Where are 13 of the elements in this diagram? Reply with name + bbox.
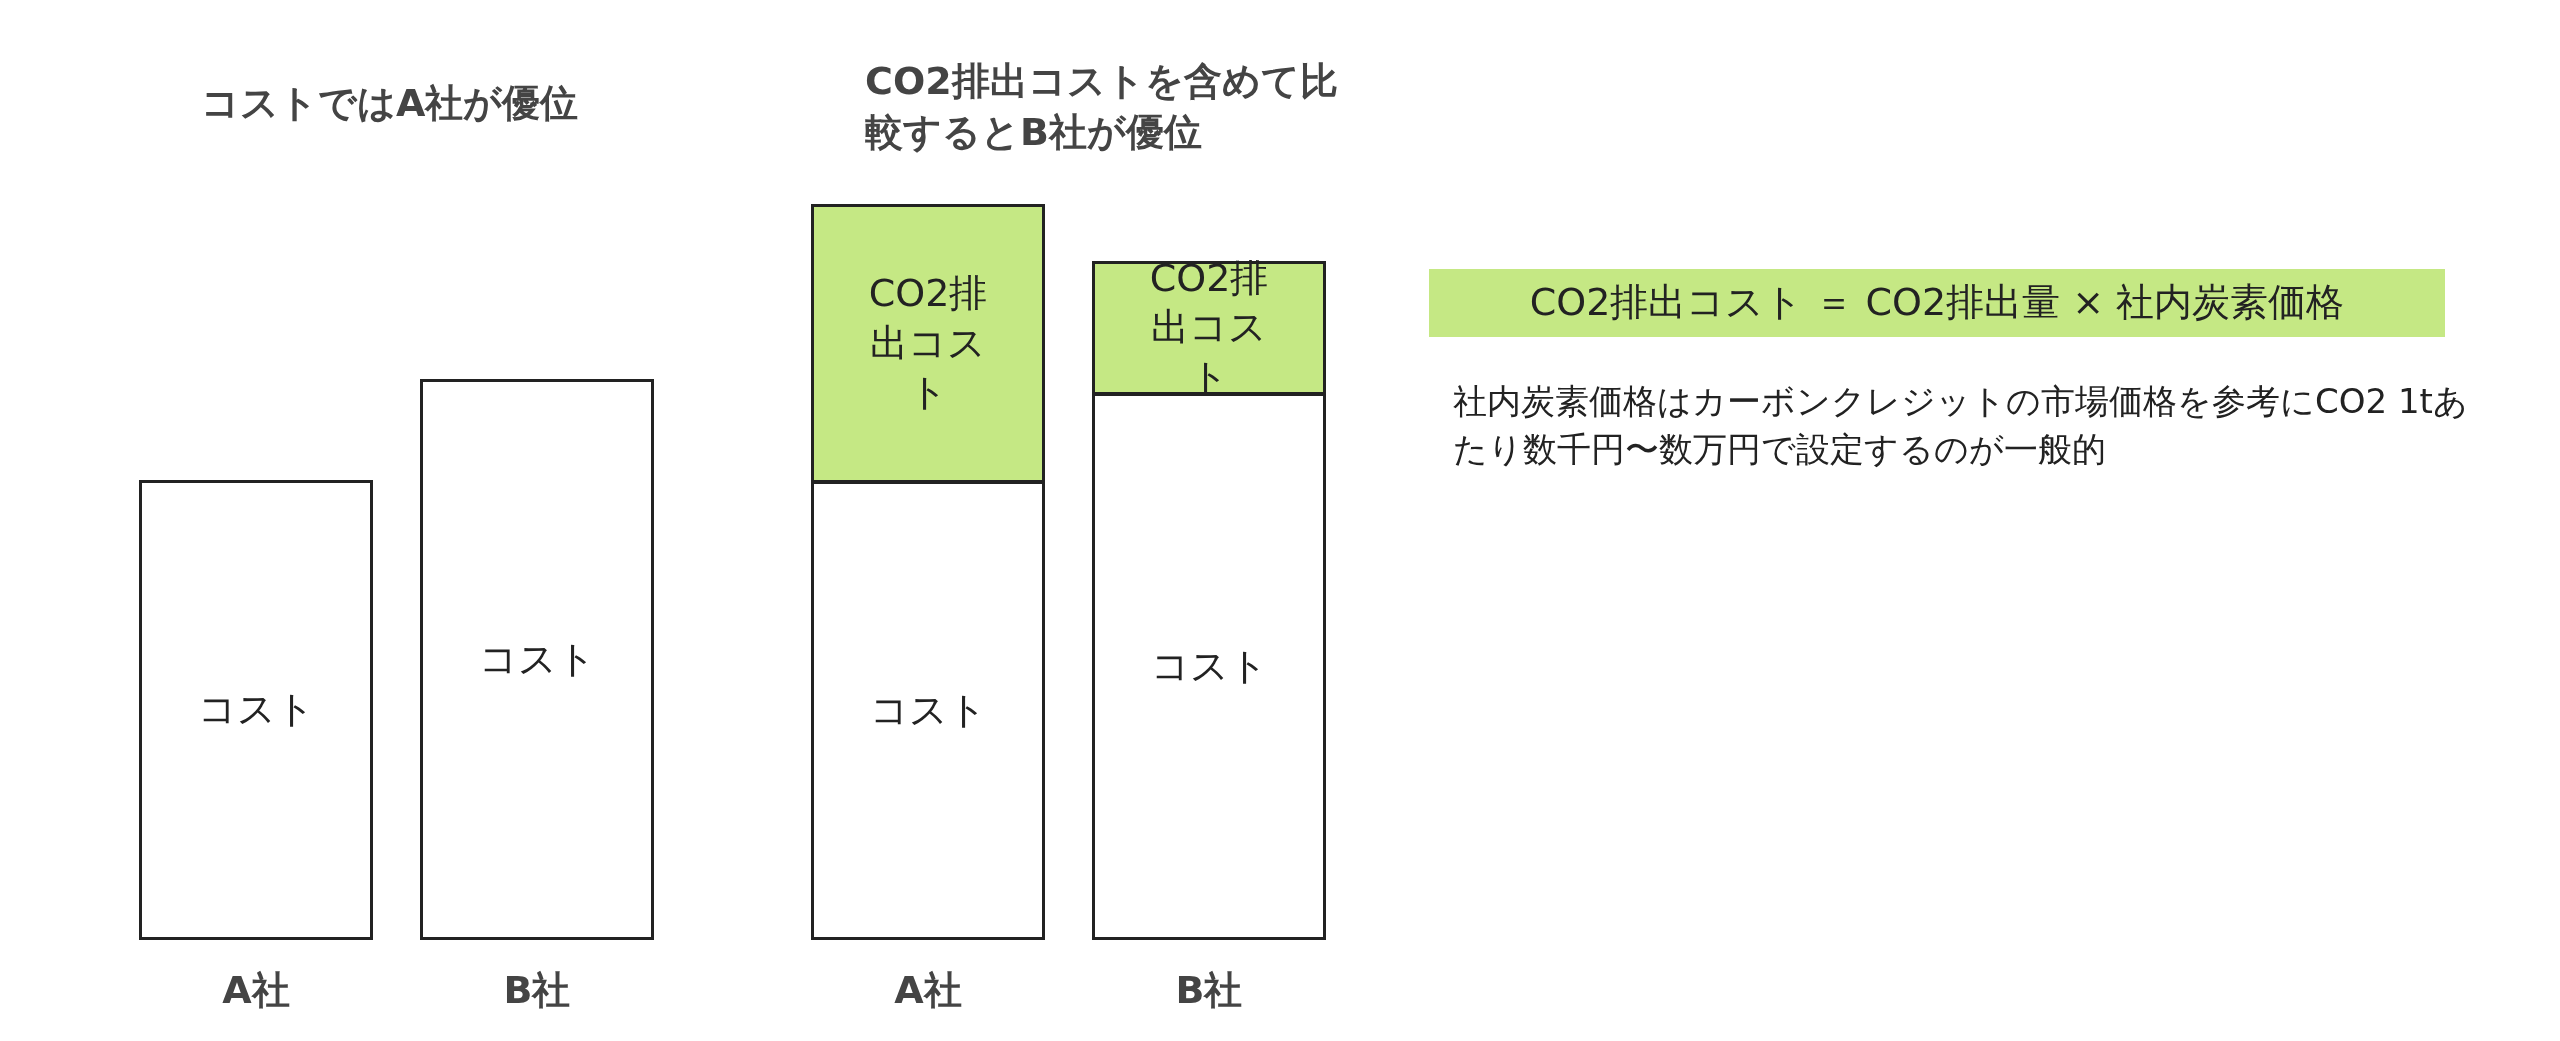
bar-category-label: B社 xyxy=(502,967,572,1014)
cost-bar-segment: コスト xyxy=(420,379,654,940)
chart-heading: コストではA社が優位 xyxy=(201,80,580,127)
formula-banner: CO2排出コスト ＝ CO2排出量 × 社内炭素価格 xyxy=(1429,269,2445,337)
note-text: 社内炭素価格はカーボンクレジットの市場価格を参考にCO2 1tあたり数千円〜数万円で設定するのが一般的 xyxy=(1453,380,2469,471)
cost-bar-segment: コスト xyxy=(811,481,1045,940)
chart-heading: CO2排出コストを含めて比較するとB社が優位 xyxy=(865,58,1339,157)
bar-category-label: A社 xyxy=(893,967,963,1014)
co2-cost-bar-segment: CO2排出コスト xyxy=(811,204,1045,483)
cost-bar-segment: コスト xyxy=(1092,393,1326,940)
bar-category-label: A社 xyxy=(221,967,291,1014)
cost-bar-segment: コスト xyxy=(139,480,373,940)
bar-category-label: B社 xyxy=(1174,967,1244,1014)
